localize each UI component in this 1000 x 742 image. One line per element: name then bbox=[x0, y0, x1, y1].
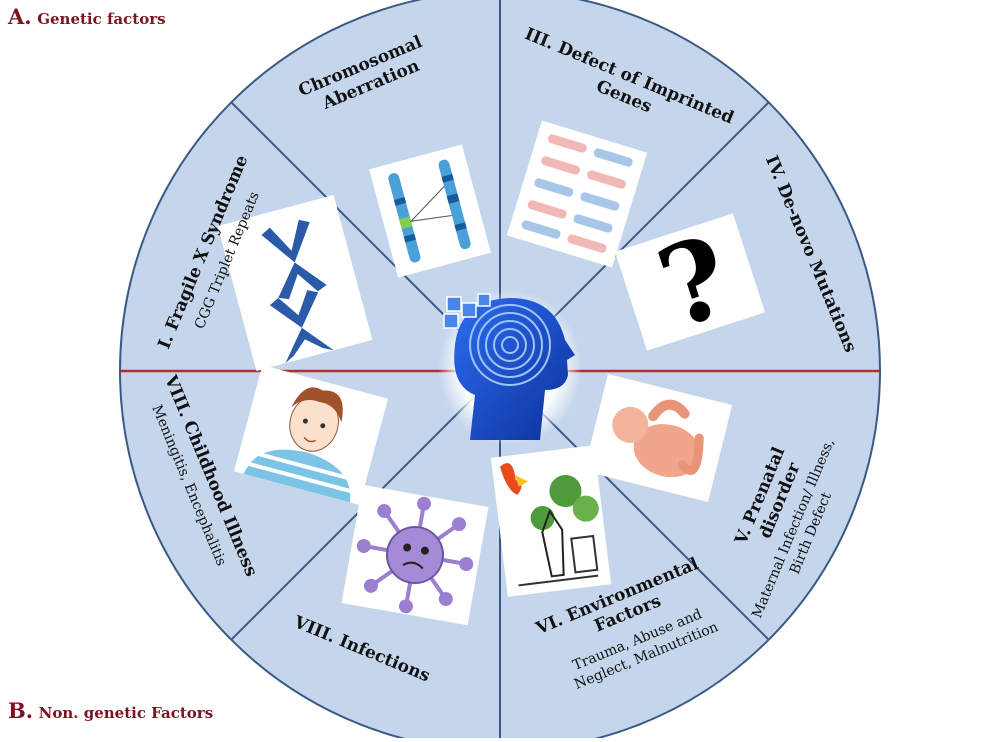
label-b-text: Non. genetic Factors bbox=[38, 704, 214, 722]
puzzle-pieces bbox=[443, 293, 491, 329]
chromosome-pair-image bbox=[369, 144, 491, 278]
fetus-image bbox=[583, 374, 733, 502]
brain-head-emblem bbox=[438, 290, 582, 445]
child-image bbox=[233, 365, 389, 505]
maze-rings bbox=[469, 304, 551, 386]
fragile-x-image bbox=[217, 195, 373, 371]
environmental-image bbox=[490, 445, 612, 597]
section-label-genetic: A. Genetic factors bbox=[8, 4, 166, 29]
virus-image bbox=[341, 484, 489, 626]
section-label-non-genetic: B. Non. genetic Factors bbox=[8, 698, 213, 723]
label-a-letter: A. bbox=[8, 4, 32, 29]
imprinted-genes-image bbox=[506, 120, 648, 268]
label-b-letter: B. bbox=[8, 698, 34, 723]
question-mark-image: ? bbox=[614, 211, 766, 353]
label-a-text: Genetic factors bbox=[37, 10, 166, 28]
